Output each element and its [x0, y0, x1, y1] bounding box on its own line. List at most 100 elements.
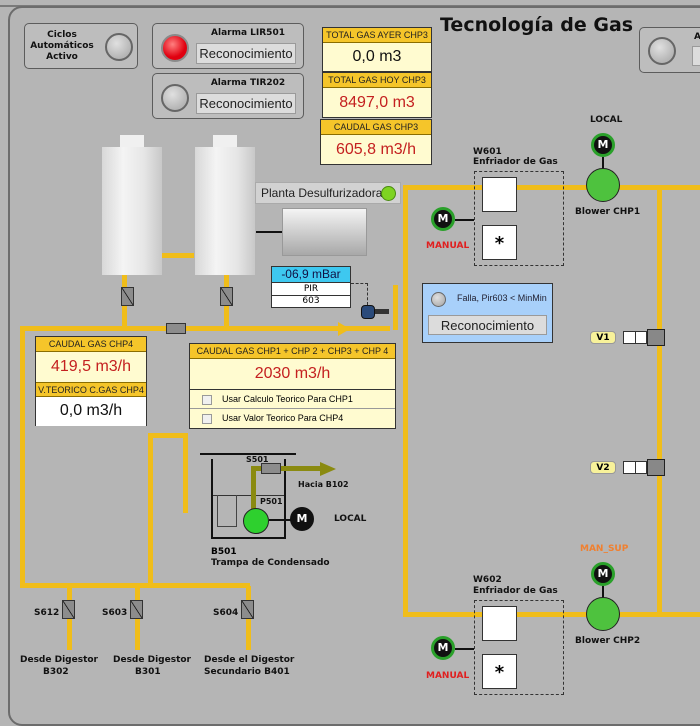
s604-label: S604	[213, 608, 239, 618]
s501-valve[interactable]	[261, 463, 281, 474]
desulf-unit	[282, 208, 367, 256]
inlet-b401-line1: Desde el Digestor	[204, 655, 295, 665]
blower2-label: Blower CHP2	[575, 636, 641, 646]
blower2-shaft	[602, 586, 604, 598]
pressure-transmitter-icon	[361, 305, 375, 319]
alarm-right-lamp	[648, 37, 676, 65]
pir603-tag2: 603	[272, 295, 350, 307]
inlet-b401-line2: Secundario B401	[204, 667, 290, 677]
teorico-chp4-label: V.TEORICO C.GAS CHP4	[36, 382, 146, 397]
trap-discharge-pipe-v	[251, 466, 256, 511]
v2-actuator[interactable]	[623, 461, 647, 474]
pipe	[148, 433, 153, 586]
w601-motor[interactable]: M	[431, 207, 455, 231]
pipe	[20, 326, 390, 331]
valor-teorico-label: Usar Valor Teorico Para CHP4	[222, 413, 344, 423]
w602-id: W602	[473, 575, 502, 585]
flow-arrow-icon	[338, 322, 350, 336]
pipe	[20, 583, 250, 588]
alarm-lir501-panel: Alarma LIR501 Reconocimiento	[152, 23, 304, 69]
s612-valve[interactable]	[62, 600, 75, 619]
teorico-chp4-value: 0,0 m3/h	[36, 397, 146, 426]
caudal-total-box: CAUDAL GAS CHP1 + CHP 2 + CHP3 + CHP 4 2…	[189, 343, 396, 429]
calculo-teorico-checkbox[interactable]	[202, 394, 212, 405]
total-hoy-box: TOTAL GAS HOY CHP3 8497,0 m3	[322, 72, 432, 118]
blower1-icon[interactable]	[586, 168, 620, 202]
inlet-b302-line1: Desde Digestor	[20, 655, 98, 665]
pir603-value: -06,9 mBar	[272, 267, 350, 282]
trap-name: Trampa de Condensado	[211, 558, 330, 568]
v2-tag: V2	[590, 461, 616, 474]
w601-motor-link	[455, 219, 474, 221]
inlet-b301-line1: Desde Digestor	[113, 655, 191, 665]
fault-ack-button[interactable]: Reconocimiento	[428, 315, 547, 335]
trap-arrow-icon	[320, 462, 336, 476]
trap-discharge-pipe-h	[251, 466, 321, 471]
ciclos-panel: Ciclos Automáticos Activo	[24, 23, 138, 69]
caudal-chp3-value: 605,8 m3/h	[335, 141, 417, 158]
p501-pump-icon[interactable]	[243, 508, 269, 534]
alarm-tir202-ack-button[interactable]: Reconocimiento	[196, 93, 296, 114]
tank-1-valve[interactable]	[121, 287, 134, 306]
pipe	[183, 433, 188, 513]
alarm-right-label: A	[694, 32, 700, 42]
alarm-lir501-ack-button[interactable]: Reconocimiento	[196, 43, 296, 64]
main-line-valve[interactable]	[166, 323, 186, 334]
desulf-label: Planta Desulfurizadora	[261, 186, 383, 200]
w602-cooler: *	[482, 654, 517, 689]
p501-motor[interactable]: M	[290, 507, 314, 531]
inlet-b301-line2: B301	[135, 667, 161, 677]
trap-inlet-pipe	[217, 495, 237, 527]
tank-1	[102, 147, 162, 275]
alarm-lir501-label: Alarma LIR501	[211, 28, 285, 38]
pipe	[403, 185, 700, 190]
v1-actuator[interactable]	[623, 331, 647, 344]
caudal-total-value: 2030 m3/h	[190, 359, 395, 390]
w602-name: Enfriador de Gas	[473, 586, 558, 596]
trap-id: B501	[211, 547, 237, 557]
inlet-b302-line2: B302	[43, 667, 69, 677]
w601-star-icon: *	[494, 233, 505, 254]
w602-enclosure	[474, 600, 564, 695]
pipe	[403, 185, 408, 615]
fault-panel: Falla, Pir603 < MinMin Reconocimiento	[422, 283, 553, 343]
ciclos-indicator-lamp	[105, 33, 133, 61]
caudal-chp4-label: CAUDAL GAS CHP4	[36, 337, 146, 352]
alarm-right-ack-button[interactable]	[692, 46, 700, 66]
blower2-icon[interactable]	[586, 597, 620, 631]
v1-valve-icon[interactable]	[647, 329, 665, 346]
v2-valve-icon[interactable]	[647, 459, 665, 476]
s604-valve[interactable]	[241, 600, 254, 619]
w602-mode: MANUAL	[426, 671, 470, 681]
option-calculo-teorico-chp1[interactable]: Usar Calculo Teorico Para CHP1	[190, 390, 395, 409]
pipe	[20, 326, 25, 586]
blower2-motor[interactable]: M	[591, 562, 615, 586]
tank-2-valve[interactable]	[220, 287, 233, 306]
total-ayer-box: TOTAL GAS AYER CHP3 0,0 m3	[322, 27, 432, 72]
pir603-tag1: PIR	[272, 282, 350, 295]
pipe	[657, 185, 662, 615]
w601-enclosure	[474, 171, 564, 266]
ciclos-label: Ciclos Automáticos Activo	[30, 30, 94, 62]
alarm-lir501-lamp	[161, 34, 189, 62]
valor-teorico-checkbox[interactable]	[202, 413, 212, 424]
blower1-motor[interactable]: M	[591, 133, 615, 157]
p501-shaft	[269, 519, 291, 521]
w602-motor[interactable]: M	[431, 636, 455, 660]
pipe	[403, 612, 700, 617]
calculo-teorico-label: Usar Calculo Teorico Para CHP1	[222, 394, 353, 404]
s612-label: S612	[34, 608, 60, 618]
caudal-chp3-box: CAUDAL GAS CHP3 605,8 m3/h	[320, 119, 432, 165]
trap-level	[213, 495, 284, 496]
pressure-transmitter-stem	[375, 309, 389, 314]
alarm-tir202-panel: Alarma TIR202 Reconocimiento	[152, 73, 304, 119]
alarm-tir202-lamp	[161, 84, 189, 112]
total-ayer-value: 0,0 m3	[352, 48, 402, 65]
tank-2	[195, 147, 255, 275]
w601-heat-exchanger	[482, 177, 517, 212]
option-valor-teorico-chp4[interactable]: Usar Valor Teorico Para CHP4	[190, 409, 395, 428]
w601-mode: MANUAL	[426, 241, 470, 251]
w601-cooler: *	[482, 225, 517, 260]
hacia-label: Hacia B102	[298, 480, 349, 489]
s603-valve[interactable]	[130, 600, 143, 619]
